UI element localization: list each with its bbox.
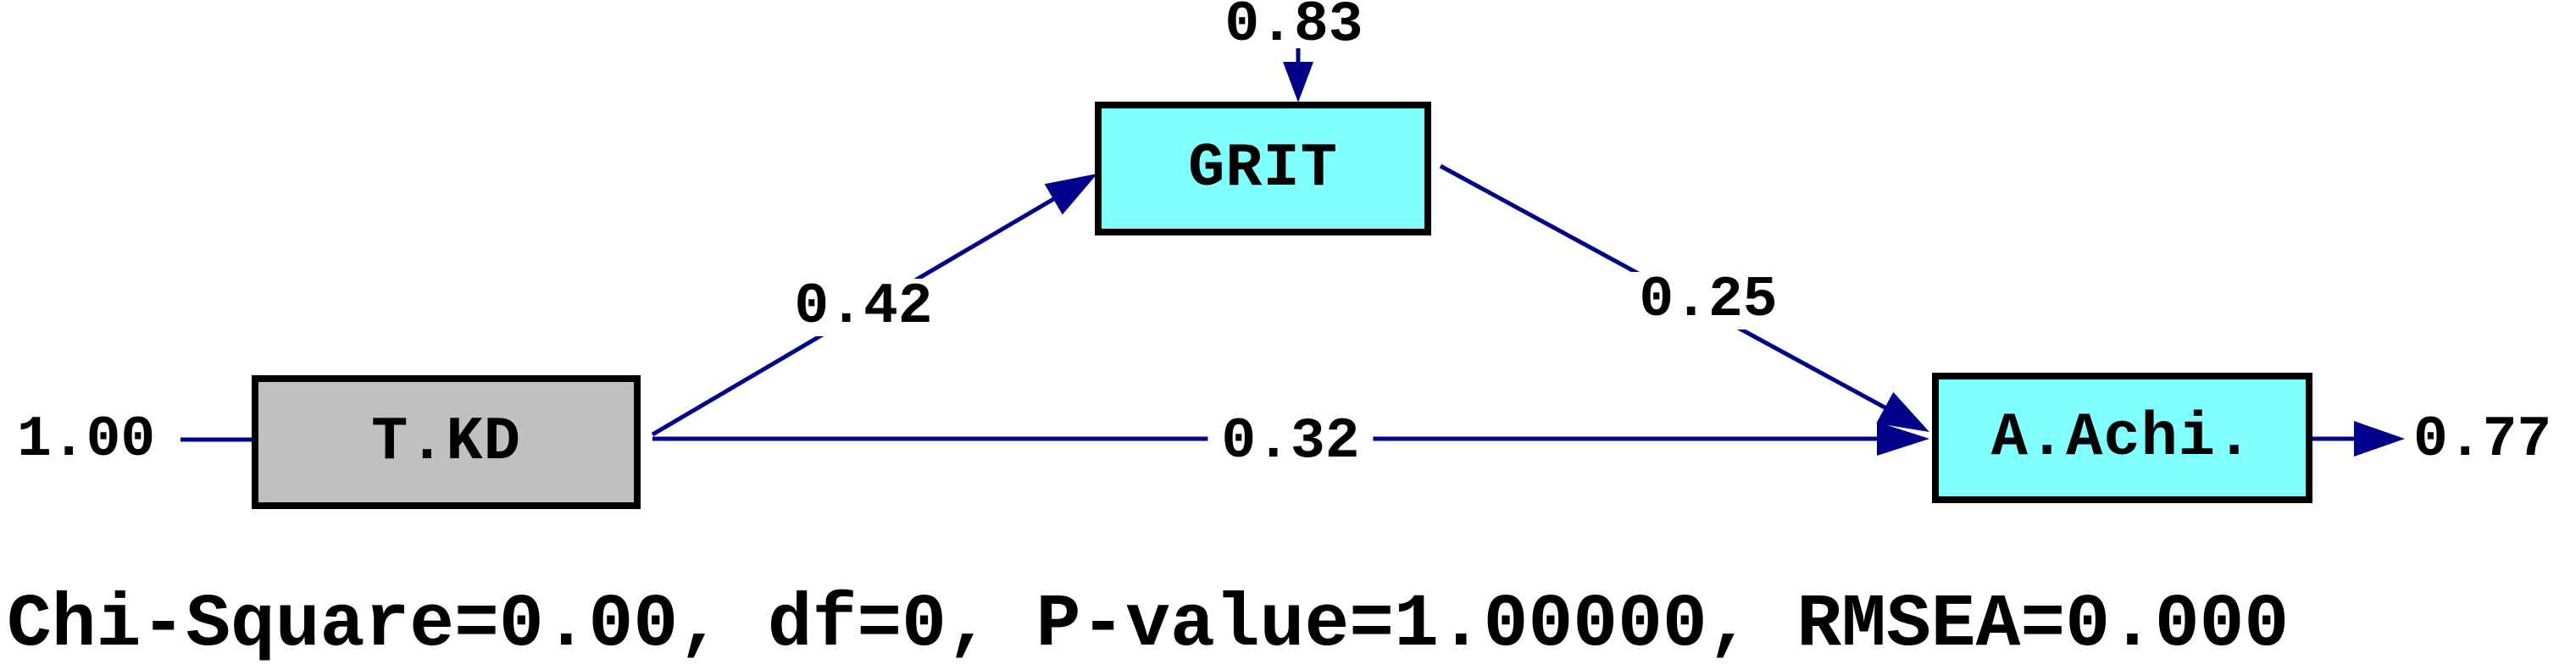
coef-tkd-variance: 1.00: [17, 407, 156, 473]
coef-tkd-to-aachi: 0.32: [1208, 413, 1374, 471]
node-aachi-label: A.Achi.: [1990, 403, 2254, 473]
coef-aachi-error: 0.77: [2413, 407, 2552, 473]
arrowhead-tkd-grit: [1044, 174, 1097, 215]
node-tkd-label: T.KD: [371, 407, 521, 477]
arrowhead-error-grit: [1283, 62, 1313, 102]
coef-grit-to-aachi: 0.25: [1629, 272, 1788, 329]
node-grit: GRIT: [1095, 102, 1431, 235]
coef-tkd-to-grit: 0.42: [784, 279, 943, 336]
fit-statistics-text: Chi-Square=0.00, df=0, P-value=1.00000, …: [7, 584, 2290, 667]
node-aachi: A.Achi.: [1932, 373, 2312, 503]
arrowhead-tkd-aachi: [1877, 422, 1929, 456]
node-tkd: T.KD: [252, 375, 641, 509]
node-grit-label: GRIT: [1188, 134, 1338, 203]
arrowhead-error-aachi: [2354, 421, 2405, 457]
coef-grit-error: 0.83: [1224, 0, 1363, 58]
arrowhead-grit-aachi: [1876, 391, 1929, 432]
